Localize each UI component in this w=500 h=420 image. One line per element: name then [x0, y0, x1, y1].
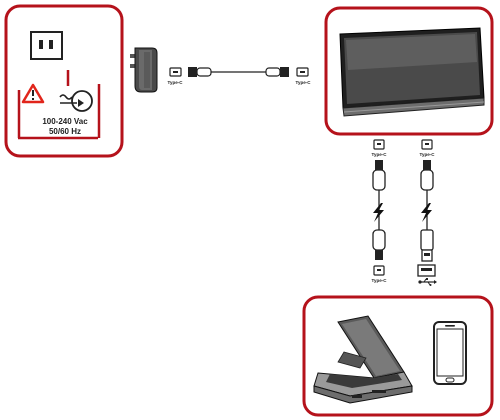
usb-c-to-usb-c-cable: Type-C Type-C [372, 139, 388, 283]
laptop-icon [313, 315, 413, 404]
lightning-bolt-icon [421, 203, 432, 222]
voltage-label: 100-240 Vac [42, 117, 88, 126]
frequency-label: 50/60 Hz [49, 127, 81, 136]
usb-c-cable-power: Type-C Type-C [168, 67, 312, 85]
wall-outlet-icon [30, 31, 63, 60]
smartphone-icon [433, 321, 467, 385]
monitor-port-1-label: Type-C [372, 152, 388, 157]
usb-symbol-icon [418, 278, 437, 286]
warning-icon [21, 83, 45, 104]
ac-power-input-icon [59, 90, 93, 112]
monitor-port-2-label: Type-C [420, 152, 436, 157]
power-panel: 100-240 Vac 50/60 Hz [4, 4, 124, 158]
devices-panel [302, 295, 494, 417]
power-adapter-icon [130, 47, 158, 93]
lightning-bolt-icon [373, 203, 384, 222]
portable-monitor-icon [339, 27, 485, 117]
monitor-panel [324, 6, 494, 136]
monitor-port-label: Type-C [296, 80, 312, 85]
usb-c-to-usb-a-cable: Type-C [417, 139, 437, 286]
adapter-port-label: Type-C [168, 80, 184, 85]
device-port-1-label: Type-C [372, 278, 388, 283]
usb-a-port-icon [417, 264, 436, 277]
